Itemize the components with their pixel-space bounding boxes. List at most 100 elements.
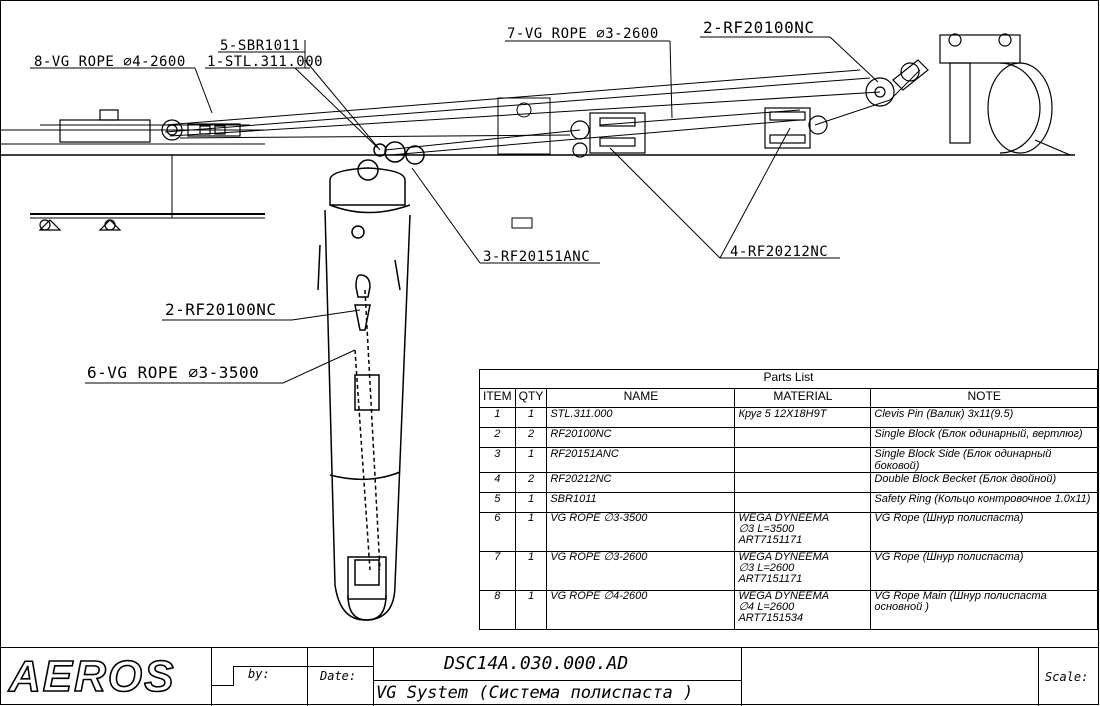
part-material-line: ART7151171 xyxy=(738,534,803,546)
part-item: 4 xyxy=(479,472,516,493)
mast-fitting xyxy=(939,33,1071,156)
drawing-title: VG System (Система полиспаста ) xyxy=(376,683,694,703)
right-block xyxy=(865,59,929,107)
part-material-line: ART7151534 xyxy=(738,612,804,624)
part-qty: 1 xyxy=(514,407,548,428)
header-name: NAME xyxy=(546,388,736,408)
part-material xyxy=(734,492,872,513)
part-material-line: ∅3 L=3500 xyxy=(738,523,795,535)
part-material-line: ∅4 L=2600 xyxy=(738,601,795,613)
center-bracket xyxy=(497,97,551,229)
part-note-line: VG Rope (Шнур полиспаста) xyxy=(874,551,1024,563)
part-note: Double Block Becket (Блок двойной) xyxy=(870,472,1098,493)
part-note-line: Single Block (Блок одинарный, вертлюг) xyxy=(874,428,1083,440)
date-label: Date: xyxy=(320,669,357,683)
left-bracket xyxy=(38,109,241,231)
part-item: 8 xyxy=(479,590,516,630)
vertical-tube xyxy=(317,141,425,621)
part-name: RF20212NC xyxy=(546,472,736,493)
header-qty: QTY xyxy=(514,388,548,408)
part-name: SBR1011 xyxy=(546,492,736,513)
part-note-line: VG Rope Main (Шнур полиспаста xyxy=(874,590,1047,602)
part-material: Круг 5 12X18H9T xyxy=(734,407,872,428)
part-material xyxy=(734,447,872,473)
part-material xyxy=(734,472,872,493)
part-material-line: ART7151171 xyxy=(738,573,803,585)
part-name: RF20100NC xyxy=(546,427,736,448)
part-note: Safety Ring (Кольцо контровочное 1.0x11) xyxy=(870,492,1098,513)
part-material xyxy=(734,427,872,448)
parts-list-title: Parts List xyxy=(479,369,1098,389)
callout-safety-ring-5: 5-SBR1011 xyxy=(220,38,301,54)
part-note-line: Single Block Side (Блок одинарный боково… xyxy=(874,448,1052,472)
part-note: Clevis Pin (Валик) 3x11(9.5) xyxy=(870,407,1098,428)
part-item: 2 xyxy=(479,427,516,448)
part-qty: 1 xyxy=(514,492,548,513)
part-material-line: WEGA DYNEEMA xyxy=(738,512,830,524)
part-name: RF20151ANC xyxy=(546,447,736,473)
header-item: ITEM xyxy=(479,388,516,408)
part-note-line: VG Rope (Шнур полиспаста) xyxy=(874,512,1024,524)
tb-empty-cell xyxy=(211,686,307,706)
part-name: STL.311.000 xyxy=(546,407,736,428)
part-name: VG ROPE ∅3-2600 xyxy=(546,551,736,591)
part-note-line: Clevis Pin (Валик) 3x11(9.5) xyxy=(874,408,1014,420)
part-note: VG Rope (Шнур полиспаста) xyxy=(870,512,1098,552)
callout-double-block-4: 4-RF20212NC xyxy=(730,244,829,260)
part-name: VG ROPE ∅3-3500 xyxy=(546,512,736,552)
scale-label: Scale: xyxy=(1045,670,1089,684)
parts-list-table: Parts List ITEM QTY NAME MATERIAL NOTE 1… xyxy=(479,369,1098,630)
part-note-line: Safety Ring (Кольцо контровочное 1.0x11) xyxy=(874,493,1091,505)
part-item: 3 xyxy=(479,447,516,473)
part-qty: 2 xyxy=(514,472,548,493)
part-note: VG Rope (Шнур полиспаста) xyxy=(870,551,1098,591)
part-note: Single Block Side (Блок одинарный боково… xyxy=(870,447,1098,473)
tb-main-cell: DSC14A.030.000.AD VG System (Система пол… xyxy=(373,648,1038,706)
callout-single-block-2-top: 2-RF20100NC xyxy=(703,18,815,37)
part-qty: 1 xyxy=(514,512,548,552)
callout-rope-7: 7-VG ROPE ∅3-2600 xyxy=(507,26,659,42)
part-item: 6 xyxy=(479,512,516,552)
part-item: 7 xyxy=(479,551,516,591)
part-name: VG ROPE ∅4-2600 xyxy=(546,590,736,630)
part-qty: 1 xyxy=(514,590,548,630)
part-material-line: WEGA DYNEEMA xyxy=(738,551,830,563)
part-qty: 1 xyxy=(514,447,548,473)
callout-single-block-2-left: 2-RF20100NC xyxy=(165,300,277,319)
part-item: 5 xyxy=(479,492,516,513)
by-label: by: xyxy=(248,667,270,681)
part-material-line: WEGA DYNEEMA xyxy=(738,590,830,602)
tb-by-cell: by: xyxy=(233,666,307,686)
callout-clevis-pin-1: 1-STL.311.000 xyxy=(207,54,324,70)
part-material-line: Круг 5 12X18H9T xyxy=(738,408,827,420)
callout-rope-6: 6-VG ROPE ∅3-3500 xyxy=(87,363,260,382)
leader-lines xyxy=(30,36,879,384)
tb-date-cell: Date: xyxy=(307,648,373,706)
part-note-line: основной ) xyxy=(874,601,929,613)
parts-list-header: ITEM QTY NAME MATERIAL NOTE xyxy=(479,388,1098,408)
title-block: AEROS by: Date: DSC14A.030.000.AD VG Sys… xyxy=(0,647,1099,706)
header-material: MATERIAL xyxy=(734,388,872,408)
tb-spacer-cell xyxy=(211,648,233,686)
keel-tube xyxy=(0,124,1075,219)
callout-side-block-3: 3-RF20151ANC xyxy=(483,249,591,265)
part-item: 1 xyxy=(479,407,516,428)
aeros-logo: AEROS xyxy=(8,652,176,701)
part-qty: 1 xyxy=(514,551,548,591)
drawing-number: DSC14A.030.000.AD xyxy=(444,653,629,674)
part-note-line: Double Block Becket (Блок двойной) xyxy=(874,473,1057,485)
tb-scale-cell: Scale: xyxy=(1038,648,1099,706)
part-note: Single Block (Блок одинарный, вертлюг) xyxy=(870,427,1098,448)
